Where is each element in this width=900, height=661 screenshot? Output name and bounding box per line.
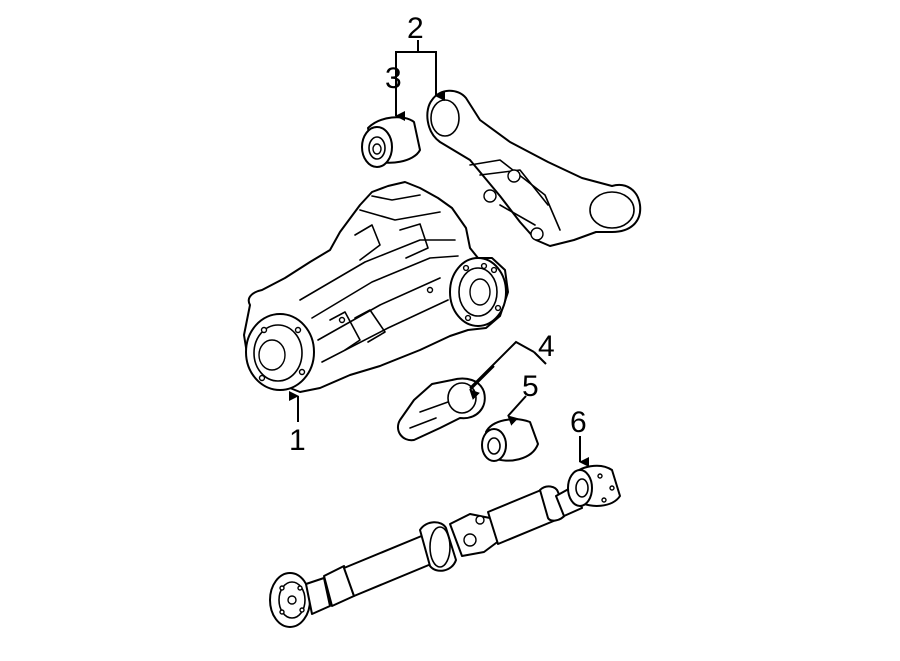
callout-4: 4 — [538, 330, 555, 363]
callout-5: 5 — [522, 370, 539, 403]
callout-leaders — [289, 40, 589, 467]
drive-shaft[interactable] — [269, 464, 621, 628]
callout-1: 1 — [289, 424, 306, 457]
leader-4 — [469, 340, 535, 389]
differential-housing[interactable] — [243, 181, 509, 393]
callout-6: 6 — [570, 406, 587, 439]
callout-numbers: 1 2 3 4 5 6 — [289, 12, 587, 457]
leader-5 — [507, 395, 527, 426]
leader-2-bracket — [395, 51, 437, 92]
bracket-bushing[interactable] — [361, 116, 421, 168]
callout-2: 2 — [407, 12, 424, 45]
mount-bushing[interactable] — [481, 418, 539, 462]
carrier-mount-bracket[interactable] — [426, 89, 642, 247]
callout-3: 3 — [385, 62, 402, 95]
leader-4-5-link — [533, 351, 547, 365]
leader-4-arrow — [469, 365, 495, 400]
